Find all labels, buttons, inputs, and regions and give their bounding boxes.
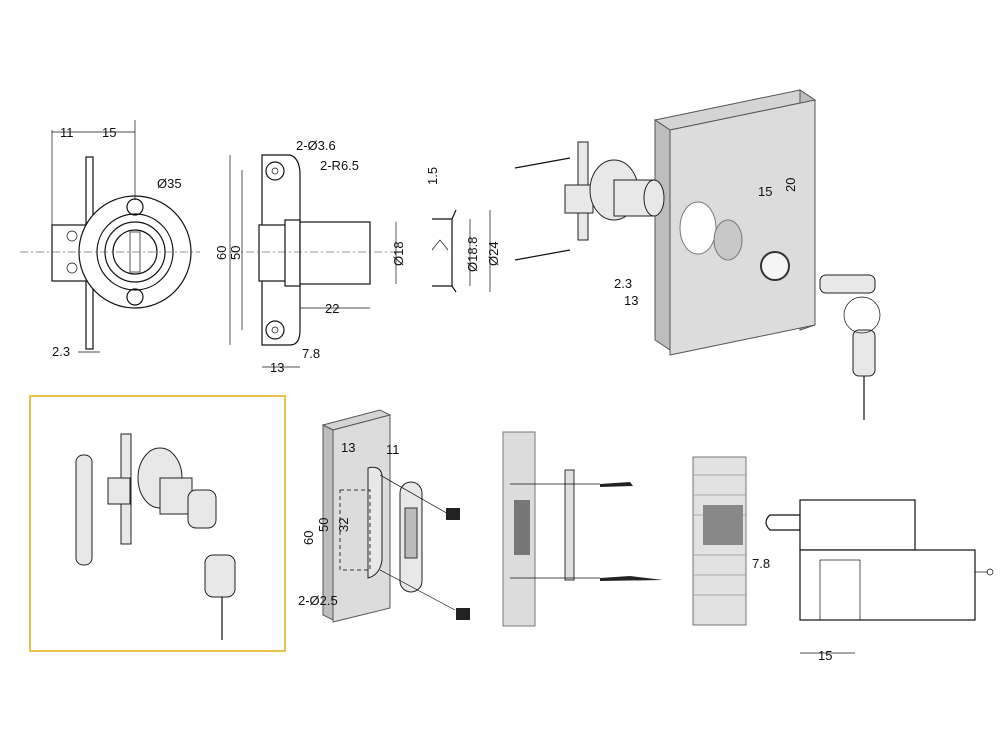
dim-1-5: 1.5 — [425, 167, 440, 185]
strike-mounting-section — [502, 431, 663, 627]
lock-side-view: 60 50 Ø18 22 2-Ø3.6 2-R6.5 7.8 13 — [214, 138, 406, 375]
iso-dim-2-3: 2.3 — [614, 276, 632, 291]
dim-diameter-24: Ø24 — [486, 241, 501, 266]
dim-diameter-18: Ø18 — [391, 241, 406, 266]
strike-dim-13: 13 — [341, 440, 355, 455]
holes-3-6: 2-Ø3.6 — [296, 138, 336, 153]
dim-22: 22 — [325, 301, 339, 316]
dim-diameter-35: Ø35 — [157, 176, 182, 191]
strike-dim-60: 60 — [301, 531, 316, 545]
strike-dim-50: 50 — [316, 518, 331, 532]
dim-13: 13 — [270, 360, 284, 375]
iso-dim-13: 13 — [624, 293, 638, 308]
strike-dim-11: 11 — [386, 442, 400, 457]
lock-section-view: 7.8 15 — [692, 456, 994, 663]
dim-diameter-18-8: Ø18.8 — [465, 237, 480, 272]
section-dim-7-8: 7.8 — [752, 556, 770, 571]
radius-6-5: 2-R6.5 — [320, 158, 359, 173]
dim-50: 50 — [228, 246, 243, 260]
strike-plate-view: 13 11 60 50 32 2-Ø2.5 — [298, 409, 470, 623]
strike-holes-2-5: 2-Ø2.5 — [298, 593, 338, 608]
cutout-profile-view: 1.5 Ø18.8 Ø24 — [425, 167, 501, 293]
highlighted-product-thumbnail[interactable] — [29, 395, 286, 652]
iso-dim-15: 15 — [758, 184, 772, 199]
dim-15: 15 — [102, 125, 116, 140]
dim-11: 11 — [60, 125, 74, 140]
lock-front-view: 11 15 Ø35 2.3 — [20, 120, 200, 359]
strike-dim-32: 32 — [336, 518, 351, 532]
installation-isometric-view: 15 20 2.3 13 — [514, 89, 881, 420]
dim-7-8: 7.8 — [302, 346, 320, 361]
section-dim-15: 15 — [818, 648, 832, 663]
iso-dim-20: 20 — [783, 178, 798, 192]
dim-2-3: 2.3 — [52, 344, 70, 359]
dim-60: 60 — [214, 246, 229, 260]
